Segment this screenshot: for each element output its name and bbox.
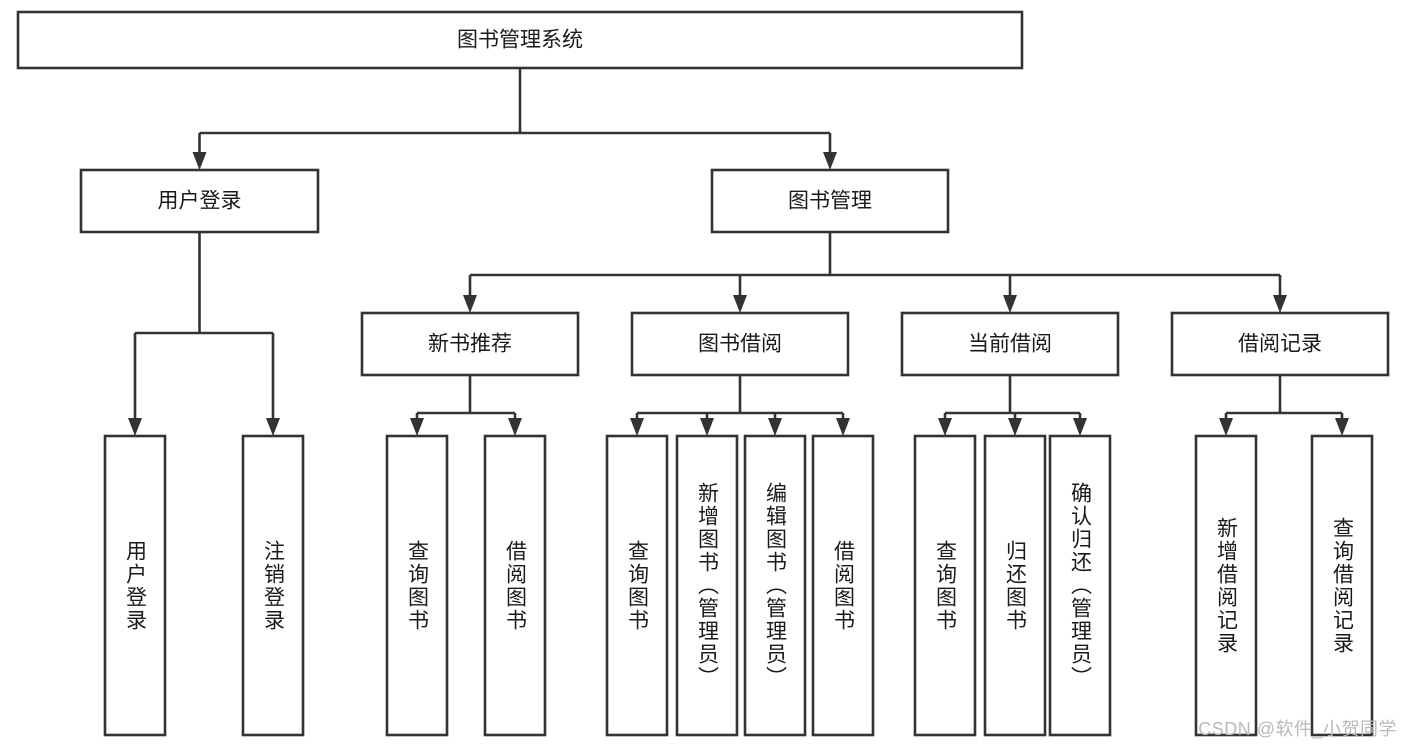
arrow-root-to-level2-0 <box>192 152 207 170</box>
node-level3-1[interactable] <box>630 311 850 377</box>
node-level2-1[interactable] <box>710 168 950 234</box>
arrow-root-to-level2-1 <box>823 152 837 170</box>
node-level3-2[interactable] <box>900 311 1120 377</box>
node-leaf-0[interactable] <box>103 434 167 737</box>
node-leaf-2[interactable] <box>385 434 449 737</box>
node-leaf-10[interactable] <box>1048 434 1112 737</box>
node-level3-0[interactable] <box>360 311 580 377</box>
node-root-label: 图书管理系统 <box>457 29 583 52</box>
arrow-to-leaf-9 <box>1008 418 1022 436</box>
arrow-mgmt-to-level3-3 <box>1273 295 1287 313</box>
node-leaf-7[interactable] <box>811 434 875 737</box>
arrow-to-leaf-5 <box>700 418 714 436</box>
arrow-to-leaf-12 <box>1335 418 1349 436</box>
node-leaf-3[interactable] <box>483 434 547 737</box>
node-leaf-6[interactable] <box>743 434 807 737</box>
arrow-to-leaf-8 <box>938 418 952 436</box>
node-leaf-4[interactable] <box>605 434 669 737</box>
arrow-mgmt-to-level3-1 <box>733 295 747 313</box>
arrow-to-leaf-1 <box>266 418 280 436</box>
node-level2-0-label: 用户登录 <box>158 190 242 213</box>
arrow-to-leaf-6 <box>768 418 782 436</box>
node-level3-0-label: 新书推荐 <box>428 333 512 356</box>
arrow-to-leaf-7 <box>836 418 850 436</box>
arrow-to-leaf-0 <box>128 418 142 436</box>
arrow-to-leaf-10 <box>1073 418 1087 436</box>
arrow-mgmt-to-level3-2 <box>1003 295 1017 313</box>
node-level2-1-label: 图书管理 <box>788 190 872 213</box>
node-leaf-11[interactable] <box>1194 434 1258 737</box>
node-leaf-5[interactable] <box>675 434 739 737</box>
arrow-to-leaf-2 <box>410 418 424 436</box>
node-boxes-layer <box>16 10 1390 737</box>
arrow-to-leaf-3 <box>508 418 522 436</box>
arrow-to-leaf-4 <box>630 418 644 436</box>
node-leaf-9[interactable] <box>983 434 1047 737</box>
node-level3-3-label: 借阅记录 <box>1238 333 1322 356</box>
connectors-layer <box>128 68 1349 436</box>
node-level3-2-label: 当前借阅 <box>968 333 1052 356</box>
arrow-mgmt-to-level3-0 <box>463 295 477 313</box>
node-leaf-12[interactable] <box>1310 434 1374 737</box>
node-level3-1-label: 图书借阅 <box>698 333 782 356</box>
arrow-to-leaf-11 <box>1219 418 1233 436</box>
node-level3-3[interactable] <box>1170 311 1390 377</box>
node-leaf-8[interactable] <box>913 434 977 737</box>
node-root[interactable] <box>16 10 1024 70</box>
node-leaf-1[interactable] <box>241 434 305 737</box>
node-level2-0[interactable] <box>79 168 320 234</box>
